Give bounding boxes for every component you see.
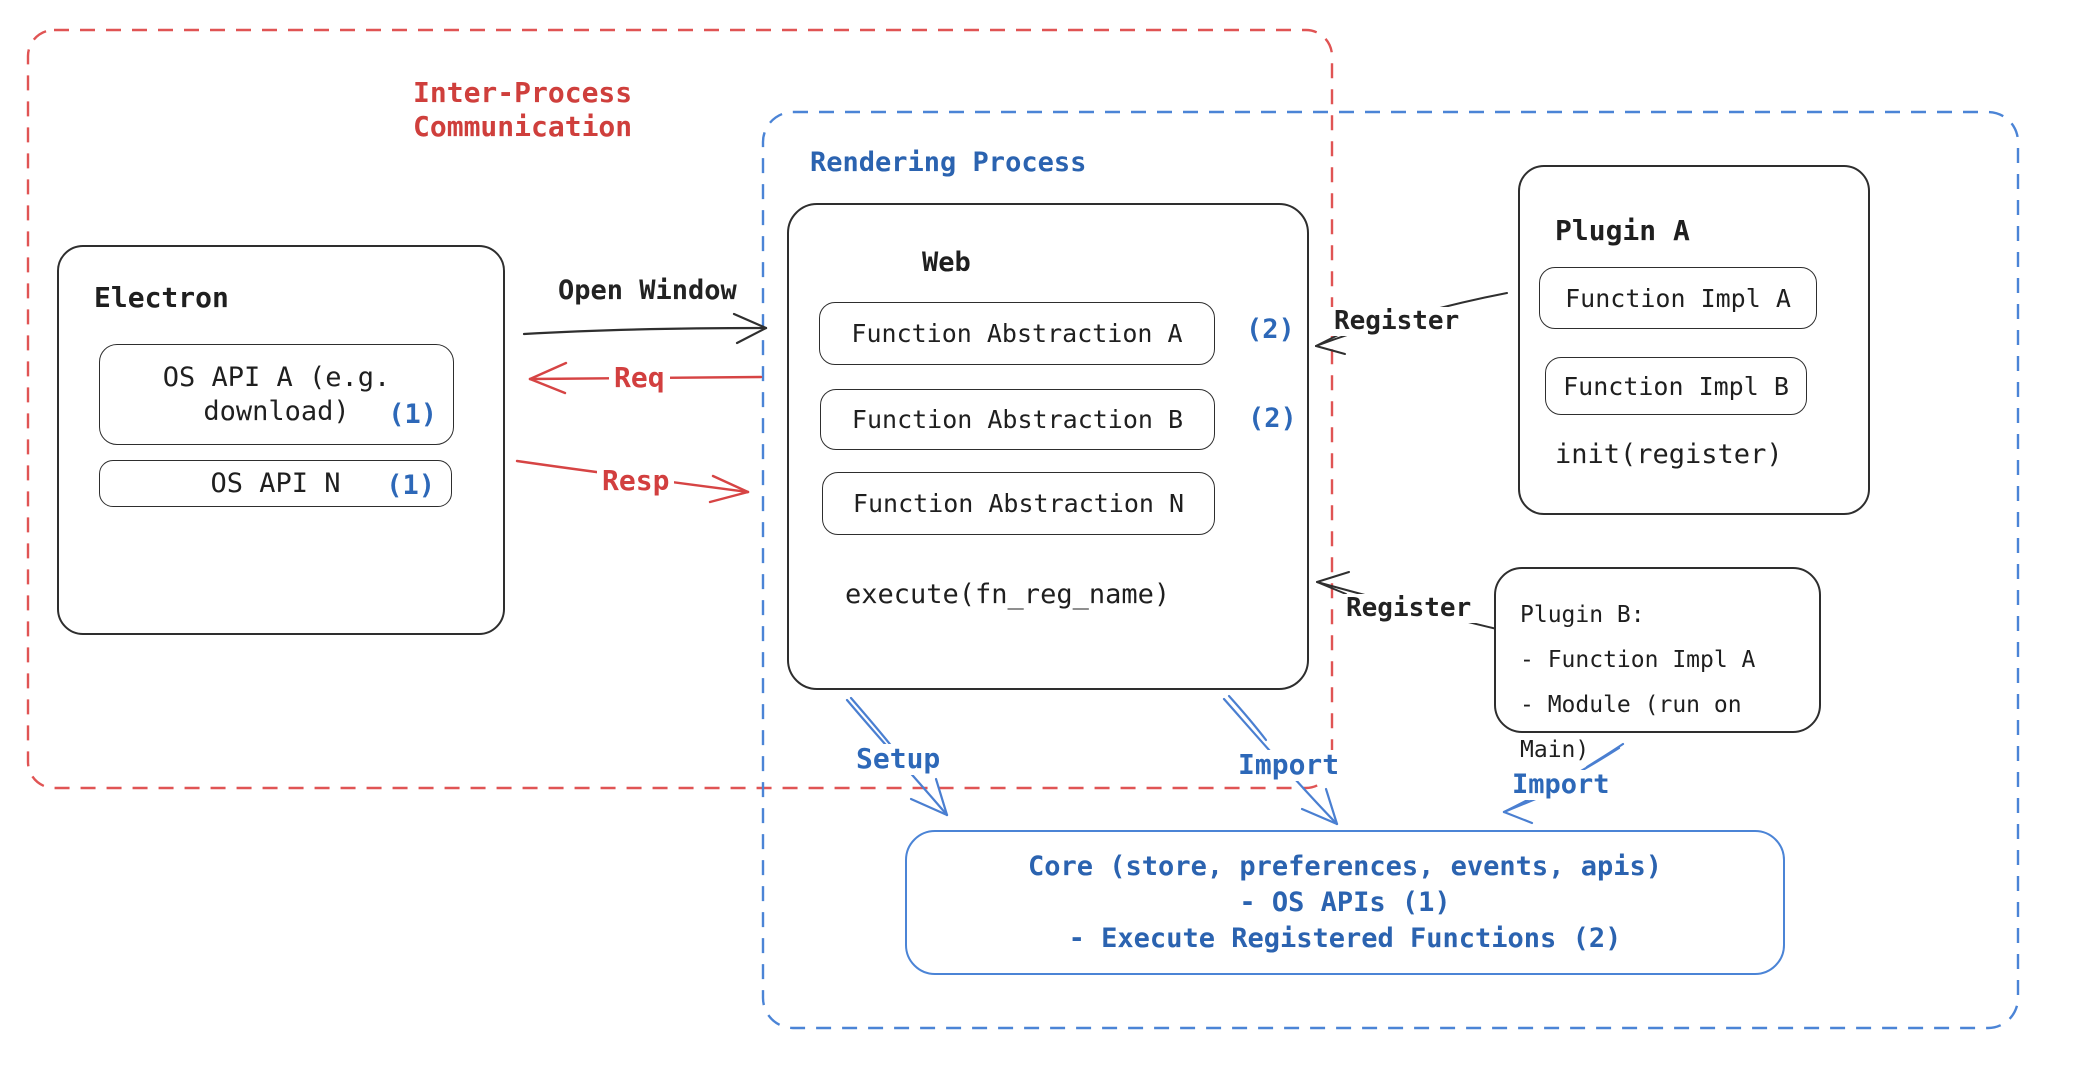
abstraction-b-badge: (2) <box>1248 403 1297 434</box>
os-api-n-label: OS API N <box>210 468 341 499</box>
import-web-label: Import <box>1233 749 1345 781</box>
plugin-a-box: Plugin A Function Impl A Function Impl B… <box>1518 165 1870 515</box>
req-label: Req <box>609 362 670 394</box>
plugin-b-box: Plugin B: - Function Impl A - Module (ru… <box>1494 567 1821 763</box>
function-abstraction-a-label: Function Abstraction A <box>851 319 1183 348</box>
resp-label: Resp <box>597 465 675 497</box>
register-plugin-a-label: Register <box>1329 307 1465 336</box>
rendering-region-border <box>761 110 2020 1030</box>
function-abstraction-a-box: Function Abstraction A <box>819 302 1215 365</box>
init-register-label: init(register) <box>1555 439 1783 470</box>
function-impl-b-label: Function Impl B <box>1563 371 1789 401</box>
import-plugin-b-label: Import <box>1507 770 1615 800</box>
web-box: Web Function Abstraction A Function Abst… <box>787 203 1309 690</box>
function-abstraction-n-box: Function Abstraction N <box>822 472 1215 535</box>
function-impl-b-box: Function Impl B <box>1545 357 1807 415</box>
plugin-a-title: Plugin A <box>1555 214 1690 247</box>
function-impl-a-label: Function Impl A <box>1565 283 1791 313</box>
os-api-a-badge: (1) <box>388 399 437 430</box>
electron-box: Electron OS API A (e.g. download) (1) OS… <box>57 245 505 635</box>
os-api-a-line1: OS API A (e.g. <box>162 361 391 393</box>
function-abstraction-n-label: Function Abstraction N <box>852 489 1185 518</box>
electron-title: Electron <box>94 281 229 314</box>
web-title: Web <box>922 247 971 278</box>
function-impl-a-box: Function Impl A <box>1539 267 1817 329</box>
function-abstraction-b-box: Function Abstraction B <box>820 389 1215 450</box>
core-line2: - OS APIs (1) <box>1239 887 1451 918</box>
open-window-label: Open Window <box>558 275 737 306</box>
ipc-region-border <box>26 28 1334 790</box>
setup-label: Setup <box>851 743 946 775</box>
os-api-n-box: OS API N (1) <box>99 460 452 507</box>
os-api-a-line2: download) <box>203 395 350 427</box>
abstraction-a-badge: (2) <box>1246 314 1295 345</box>
ipc-title-line1: Inter-Process <box>413 76 633 109</box>
os-api-a-box: OS API A (e.g. download) (1) <box>99 344 454 445</box>
plugin-b-line3: - Module (run on Main) <box>1520 692 1742 763</box>
plugin-b-line2: - Function Impl A <box>1520 647 1756 673</box>
plugin-b-line1: Plugin B: <box>1520 602 1645 628</box>
rendering-region-title: Rendering Process <box>810 147 1087 178</box>
core-line1: Core (store, preferences, events, apis) <box>1028 851 1662 882</box>
core-line3: - Execute Registered Functions (2) <box>1068 923 1622 954</box>
os-api-n-badge: (1) <box>386 470 435 501</box>
ipc-title-line2: Communication <box>413 110 633 143</box>
register-plugin-b-label: Register <box>1341 594 1477 623</box>
core-box: Core (store, preferences, events, apis) … <box>905 830 1785 975</box>
execute-label: execute(fn_reg_name) <box>845 579 1171 610</box>
open-window-arrow <box>522 312 768 345</box>
function-abstraction-b-label: Function Abstraction B <box>851 405 1184 434</box>
